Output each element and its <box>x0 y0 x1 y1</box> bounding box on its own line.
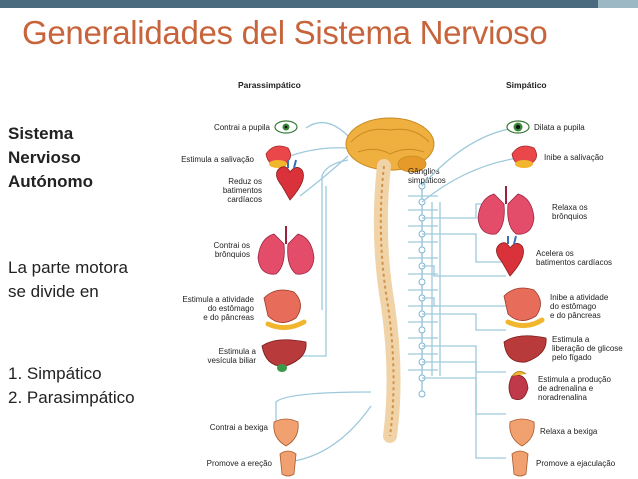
subtitle-line: Sistema <box>8 124 74 143</box>
right-label: Inibe a atividade <box>550 293 609 302</box>
left-label: Estimula a atividade <box>182 295 254 304</box>
right-label: e do pâncreas <box>550 311 601 320</box>
reproductive-organ-icon <box>511 450 529 477</box>
right-label: Dilata a pupila <box>534 123 585 132</box>
eye-icon <box>274 120 298 134</box>
right-label: Acelera os <box>536 249 574 258</box>
left-label: brônquios <box>215 250 250 259</box>
top-bar <box>0 0 638 8</box>
right-label: Relaxa os <box>552 203 588 212</box>
list-item: 2. Parasimpático <box>8 388 135 407</box>
liver-gallbladder-icon <box>261 339 307 372</box>
bladder-icon <box>273 418 299 447</box>
left-label: batimentos <box>223 186 262 195</box>
left-label: Contrai a bexiga <box>210 423 269 432</box>
subtitle-line: Autónomo <box>8 172 93 191</box>
stomach-icon <box>263 289 307 330</box>
right-label: Estimula a <box>552 335 590 344</box>
salivary-gland-icon <box>511 145 538 168</box>
liver-icon <box>503 335 547 363</box>
spinal-cord <box>373 159 401 443</box>
right-label: Relaxa a bexiga <box>540 427 598 436</box>
lungs-icon <box>257 226 315 275</box>
reproductive-organ-icon <box>279 450 297 477</box>
left-label: Estimula a <box>219 347 257 356</box>
left-label: cardíacos <box>227 195 262 204</box>
subtitle-block: Sistema Nervioso Autónomo <box>8 122 93 194</box>
left-label: e do pâncreas <box>203 313 254 322</box>
right-label: do estômago <box>550 302 597 311</box>
left-label: Estimula a salivação <box>181 155 254 164</box>
lungs-icon <box>477 186 535 235</box>
autonomic-nervous-system-diagram: Parassimpático Simpático Gânglios simpát… <box>181 80 623 477</box>
brain <box>345 117 435 173</box>
right-label: Promove a ejaculação <box>536 459 616 468</box>
bladder-icon <box>509 418 535 447</box>
stomach-icon <box>503 287 545 328</box>
sympathetic-header: Simpático <box>506 80 547 90</box>
right-label: noradrenalina <box>538 393 587 402</box>
eye-icon <box>506 120 530 134</box>
slide-title: Generalidades del Sistema Nervioso <box>22 14 548 51</box>
right-label: liberação de glicose <box>552 344 623 353</box>
top-bar-accent <box>598 0 638 8</box>
subtitle-line: Nervioso <box>8 148 81 167</box>
right-organs <box>477 120 547 477</box>
right-label: brônquios <box>552 212 587 221</box>
salivary-gland-icon <box>265 145 292 168</box>
division-list: 1. Simpático 2. Parasimpático <box>8 362 135 410</box>
parasympathetic-labels: Contrai a pupila Estimula a salivação Re… <box>181 123 272 468</box>
ganglia-label-line: Gânglios <box>408 167 440 176</box>
left-label: Contrai os <box>214 241 250 250</box>
heart-icon <box>276 159 304 201</box>
right-label: de adrenalina e <box>538 384 594 393</box>
left-label: vesícula biliar <box>208 356 257 365</box>
right-label: pelo fígado <box>552 353 592 362</box>
left-label: Reduz os <box>228 177 262 186</box>
right-label: Inibe a salivação <box>544 153 604 162</box>
list-item: 1. Simpático <box>8 364 102 383</box>
left-organs <box>257 120 315 477</box>
intro-line: La parte motora <box>8 258 129 277</box>
left-label: Promove a ereção <box>207 459 273 468</box>
right-label: batimentos cardíacos <box>536 258 612 267</box>
parasympathetic-header: Parassimpático <box>238 80 301 90</box>
right-label: Estimula a produção <box>538 375 611 384</box>
sympathetic-nerves <box>408 127 519 459</box>
left-label: do estômago <box>208 304 255 313</box>
heart-icon <box>496 235 524 277</box>
left-label: Contrai a pupila <box>214 123 271 132</box>
sympathetic-labels: Dilata a pupila Inibe a salivação Relaxa… <box>534 123 623 468</box>
intro-text: La parte motora se divide en <box>8 256 128 304</box>
intro-line: se divide en <box>8 282 99 301</box>
adrenal-kidney-icon <box>508 371 529 401</box>
